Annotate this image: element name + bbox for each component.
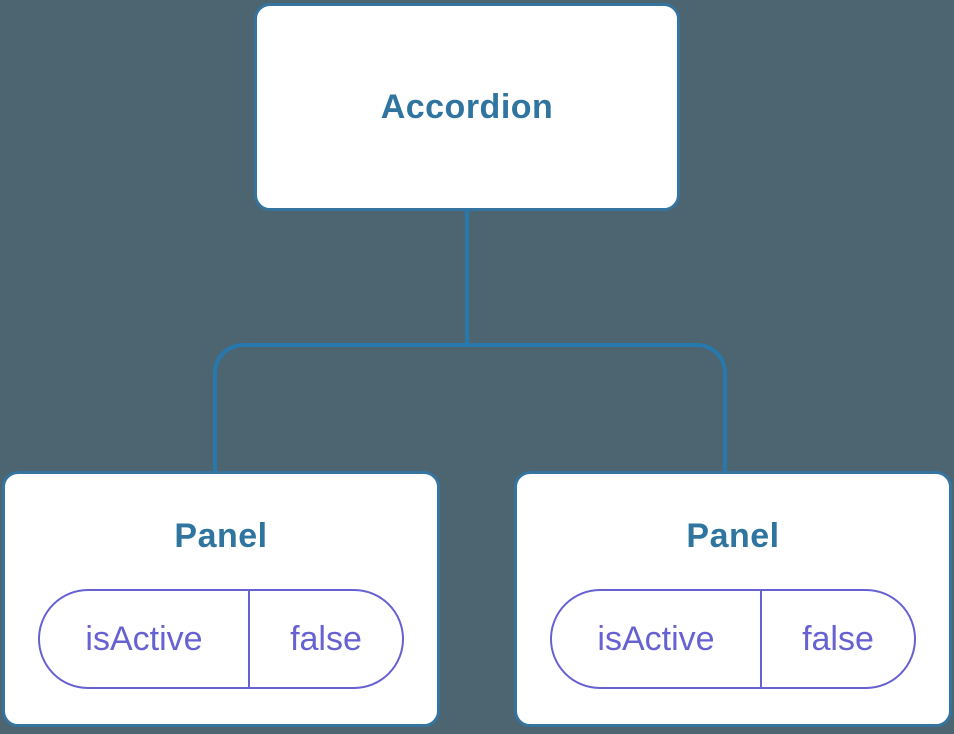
state-value-label: false bbox=[290, 619, 362, 658]
panel-right-label: Panel bbox=[686, 517, 780, 555]
panel-node-left: Panel isActive false bbox=[2, 471, 440, 727]
state-key-label: isActive bbox=[40, 591, 250, 687]
accordion-node: Accordion bbox=[254, 3, 680, 211]
accordion-node-label: Accordion bbox=[380, 87, 554, 126]
state-value-label: false bbox=[802, 619, 874, 658]
panel-left-label: Panel bbox=[174, 517, 268, 555]
panel-right-state-pill: isActive false bbox=[550, 589, 916, 689]
root-connector-stem bbox=[465, 209, 469, 347]
panel-node-right: Panel isActive false bbox=[514, 471, 952, 727]
state-key-label: isActive bbox=[552, 591, 762, 687]
panel-left-state-pill: isActive false bbox=[38, 589, 404, 689]
branch-connector-bracket bbox=[213, 343, 727, 471]
